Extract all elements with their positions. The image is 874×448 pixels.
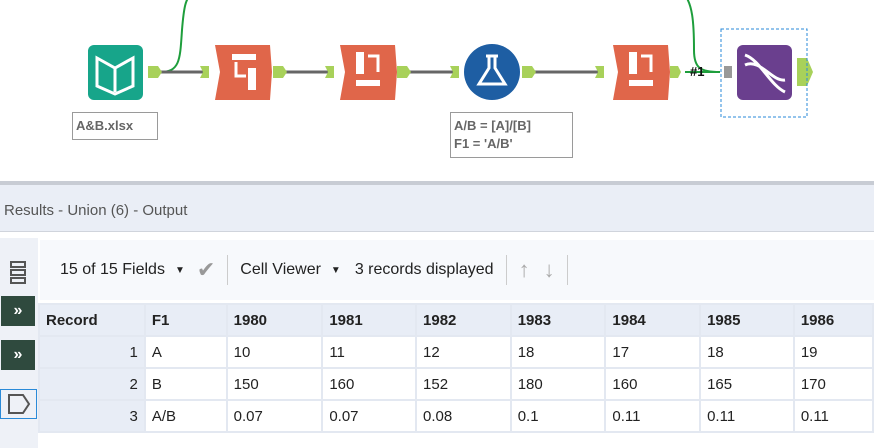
chevron-down-icon: ▼: [330, 264, 341, 276]
formula-annotation: A/B = [A]/[B] F1 = 'A/B': [450, 112, 573, 158]
input-data-tool[interactable]: [88, 45, 143, 100]
table-cell[interactable]: 18: [699, 335, 795, 369]
table-cell[interactable]: 10: [225, 335, 324, 369]
annotation-line: F1 = 'A/B': [454, 136, 513, 151]
output-anchor-1-icon[interactable]: »: [1, 296, 35, 326]
record-number[interactable]: 3: [38, 399, 146, 433]
table-cell[interactable]: 19: [792, 335, 874, 369]
column-header[interactable]: 1980: [225, 303, 324, 337]
input-annotation: A&B.xlsx: [72, 112, 158, 140]
crosstab-tool-2[interactable]: [613, 45, 670, 100]
table-cell[interactable]: 0.08: [415, 399, 512, 433]
connection-curve: [159, 0, 721, 73]
table-cell[interactable]: 0.1: [509, 399, 607, 433]
results-title: Results - Union (6) - Output: [0, 185, 874, 232]
column-header[interactable]: 1986: [792, 303, 874, 337]
formula-tool[interactable]: [464, 44, 520, 100]
table-cell[interactable]: 165: [699, 367, 795, 401]
results-sidebar: » »: [0, 238, 38, 448]
cell-viewer-dropdown[interactable]: Cell Viewer ▼: [240, 261, 341, 279]
toolbar-separator: [566, 255, 568, 285]
column-header[interactable]: F1: [143, 303, 228, 337]
column-header[interactable]: 1984: [604, 303, 702, 337]
arrow-down-icon[interactable]: ↓: [543, 257, 555, 282]
table-cell[interactable]: 160: [321, 367, 418, 401]
column-header[interactable]: 1982: [415, 303, 512, 337]
list-view-icon[interactable]: [1, 258, 35, 288]
annotation-line: A/B = [A]/[B]: [454, 118, 531, 133]
table-cell[interactable]: 18: [509, 335, 607, 369]
table-cell[interactable]: 0.11: [792, 399, 874, 433]
toolbar-separator: [227, 255, 229, 285]
crosstab-tool-1[interactable]: [340, 45, 397, 100]
chevron-down-icon: ▼: [174, 264, 185, 276]
table-cell[interactable]: 11: [321, 335, 418, 369]
workflow-diagram: [88, 0, 813, 118]
workflow-canvas[interactable]: #1 A&B.xlsx A/B = [A]/[B] F1 = 'A/B': [0, 0, 874, 183]
connection-label: #1: [690, 64, 705, 79]
results-toolbar: 15 of 15 Fields ▼ ✔ Cell Viewer ▼ 3 record…: [40, 240, 874, 300]
table-cell[interactable]: 170: [792, 367, 874, 401]
table-cell[interactable]: 160: [604, 367, 702, 401]
selection-box: [720, 28, 808, 118]
table-cell[interactable]: 12: [415, 335, 512, 369]
record-number[interactable]: 2: [38, 367, 146, 401]
table-cell[interactable]: 0.07: [321, 399, 418, 433]
table-cell[interactable]: A/B: [143, 399, 228, 433]
union-input-anchor: [724, 66, 732, 78]
table-cell[interactable]: 0.11: [699, 399, 795, 433]
pane-splitter[interactable]: [0, 181, 874, 185]
transpose-tool[interactable]: [215, 45, 272, 100]
table-cell[interactable]: A: [143, 335, 228, 369]
arrow-up-icon[interactable]: ↑: [518, 257, 530, 282]
output-anchor-2-icon[interactable]: »: [1, 340, 35, 370]
fields-label: 15 of 15 Fields: [60, 261, 165, 278]
table-cell[interactable]: 0.07: [225, 399, 324, 433]
column-header[interactable]: 1981: [321, 303, 418, 337]
table-cell[interactable]: 152: [415, 367, 512, 401]
fields-dropdown[interactable]: 15 of 15 Fields ▼: [60, 261, 185, 279]
table-cell[interactable]: 0.11: [604, 399, 702, 433]
table-cell[interactable]: 180: [509, 367, 607, 401]
output-anchor-selected-icon[interactable]: [0, 389, 37, 419]
column-header[interactable]: 1983: [509, 303, 607, 337]
checkmark-icon[interactable]: ✔: [196, 257, 216, 282]
records-count: 3 records displayed: [354, 261, 494, 278]
table-cell[interactable]: 150: [225, 367, 324, 401]
record-number[interactable]: 1: [38, 335, 146, 369]
column-header[interactable]: 1985: [699, 303, 795, 337]
table-cell[interactable]: B: [143, 367, 228, 401]
results-table: Record F1 1980 1981 1982 1983 1984 1985 …: [38, 303, 874, 433]
cell-viewer-label: Cell Viewer: [240, 261, 321, 278]
table-header-row: Record F1 1980 1981 1982 1983 1984 1985 …: [38, 303, 874, 337]
toolbar-separator: [505, 255, 507, 285]
union-tool[interactable]: [737, 45, 792, 100]
column-header[interactable]: Record: [38, 303, 146, 337]
table-cell[interactable]: 17: [604, 335, 702, 369]
